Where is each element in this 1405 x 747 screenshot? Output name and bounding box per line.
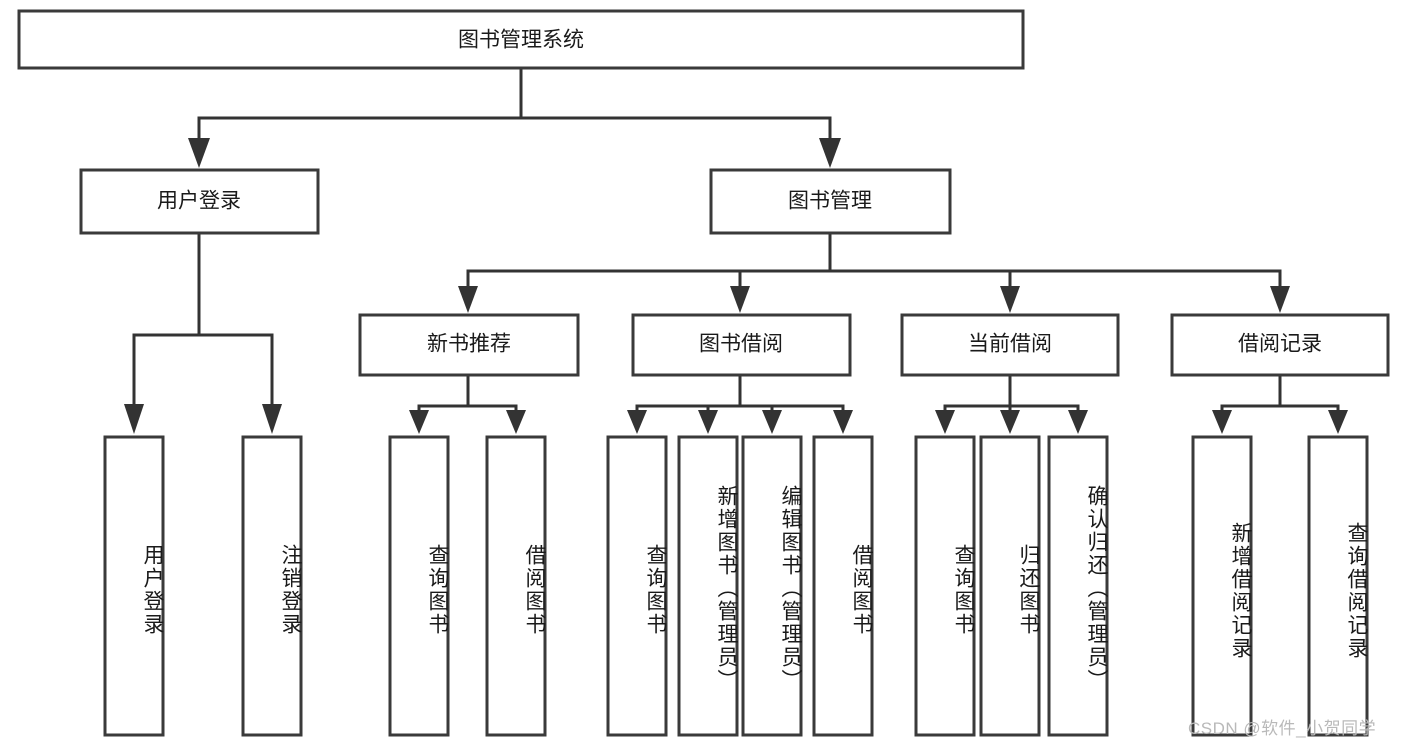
node-borrow-record-label: 借阅记录 bbox=[1238, 333, 1322, 356]
node-book-management[interactable]: 图书管理 bbox=[709, 168, 952, 235]
node-current-borrow-label: 当前借阅 bbox=[968, 333, 1052, 356]
leaf-box-newbook-2[interactable] bbox=[485, 435, 547, 737]
node-book-borrow[interactable]: 图书借阅 bbox=[631, 313, 852, 377]
leaf-box-newbook-1[interactable] bbox=[388, 435, 450, 737]
leaf-box-user-login-2[interactable] bbox=[241, 435, 303, 737]
leaf-box-bookborrow-4[interactable] bbox=[812, 435, 874, 737]
node-book-management-label: 图书管理 bbox=[788, 190, 872, 213]
node-user-login[interactable]: 用户登录 bbox=[79, 168, 320, 235]
connector-bookmgmt-to-level2 bbox=[458, 231, 1290, 313]
connector-currentborrow-to-leaves bbox=[935, 373, 1088, 434]
connector-root-to-level1 bbox=[188, 66, 841, 168]
connector-borrowrecord-to-leaves bbox=[1212, 373, 1348, 434]
leaf-box-bookborrow-3[interactable] bbox=[741, 435, 803, 737]
connector-bookborrow-to-leaves bbox=[627, 373, 853, 434]
leaf-box-bookborrow-2[interactable] bbox=[677, 435, 739, 737]
leaf-box-bookborrow-1[interactable] bbox=[606, 435, 668, 737]
csdn-watermark: CSDN @软件_小贺同学 bbox=[1188, 719, 1377, 738]
node-current-borrow[interactable]: 当前借阅 bbox=[900, 313, 1120, 377]
node-root-label: 图书管理系统 bbox=[458, 29, 584, 52]
leaf-box-currentborrow-1[interactable] bbox=[914, 435, 976, 737]
node-borrow-record[interactable]: 借阅记录 bbox=[1170, 313, 1390, 377]
connector-newbook-to-leaves bbox=[409, 373, 526, 434]
leaf-box-user-login-1[interactable] bbox=[103, 435, 165, 737]
leaf-box-borrowrecord-1[interactable] bbox=[1191, 435, 1253, 737]
node-root-system[interactable]: 图书管理系统 bbox=[17, 9, 1025, 70]
node-new-book-recommend-label: 新书推荐 bbox=[427, 333, 511, 356]
node-new-book-recommend[interactable]: 新书推荐 bbox=[358, 313, 580, 377]
node-user-login-label: 用户登录 bbox=[157, 190, 241, 213]
leaf-box-borrowrecord-2[interactable] bbox=[1307, 435, 1369, 737]
node-book-borrow-label: 图书借阅 bbox=[699, 333, 783, 356]
connector-userlogin-to-leaves bbox=[124, 231, 282, 434]
leaf-box-currentborrow-2[interactable] bbox=[979, 435, 1041, 737]
leaf-box-currentborrow-3[interactable] bbox=[1047, 435, 1109, 737]
